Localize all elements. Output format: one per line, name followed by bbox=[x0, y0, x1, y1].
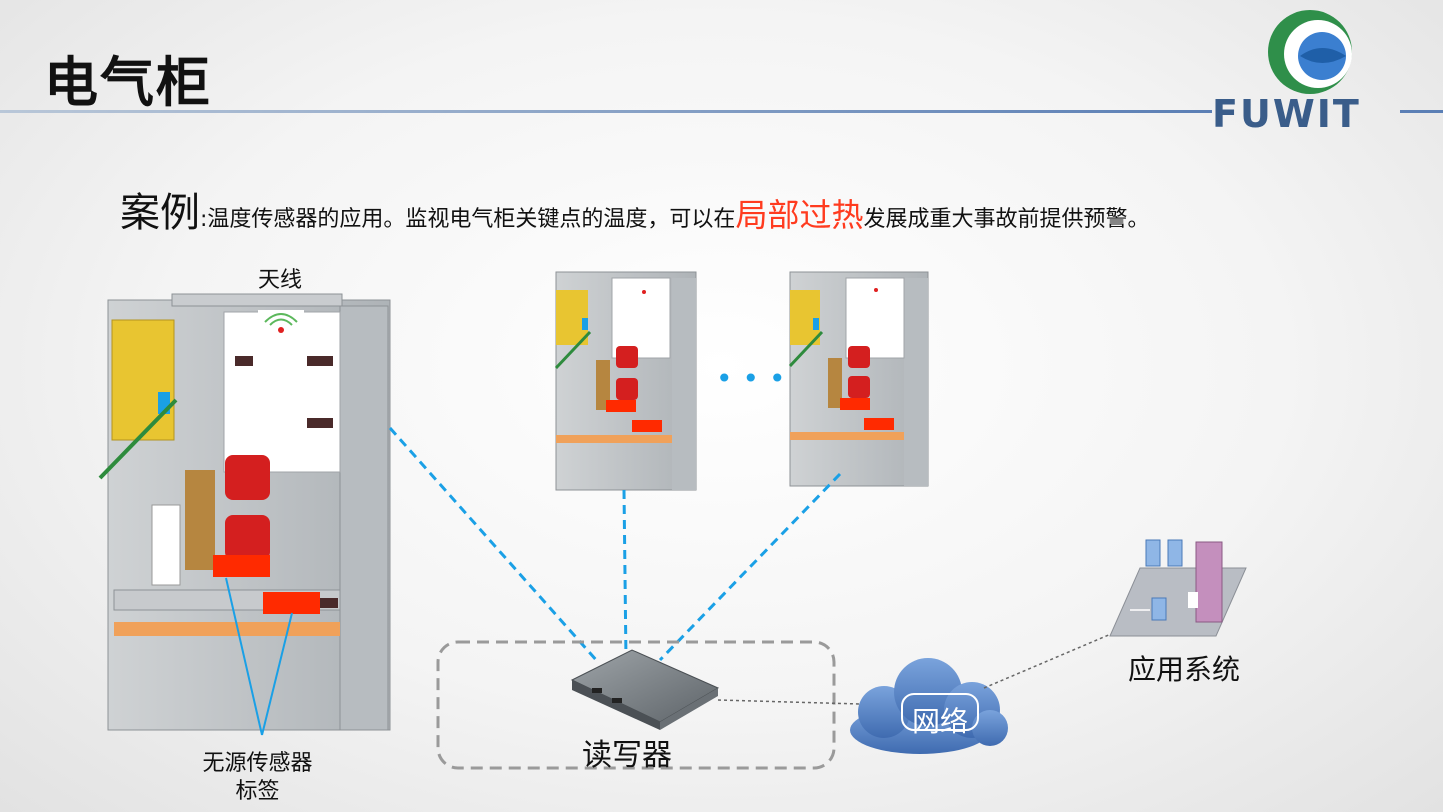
main-cabinet bbox=[98, 293, 391, 731]
case-label: 案例 bbox=[120, 190, 200, 236]
cloud-icon bbox=[850, 658, 1008, 754]
sensor-tag-label-line1: 无源传感器 bbox=[202, 751, 313, 776]
network-label: 网络 bbox=[912, 705, 969, 738]
reader-label: 读写器 bbox=[582, 738, 672, 773]
application-system-icon bbox=[1109, 539, 1247, 637]
sensor-tag-2 bbox=[263, 592, 320, 614]
ellipsis-dots: ••• bbox=[716, 362, 796, 395]
brand-name: FUWIT bbox=[1212, 92, 1361, 136]
fuwit-logo-icon bbox=[1268, 10, 1352, 94]
case-highlight: 局部过热 bbox=[735, 196, 864, 234]
application-system-label: 应用系统 bbox=[1128, 653, 1241, 686]
cabinet-small-1 bbox=[554, 271, 697, 491]
case-text-after: 发展成重大事故前提供预警。 bbox=[863, 207, 1150, 232]
page-title: 电气柜 bbox=[44, 51, 212, 114]
case-text-before: 温度传感器的应用。监视电气柜关键点的温度，可以在 bbox=[207, 207, 736, 232]
antenna-label: 天线 bbox=[258, 268, 303, 293]
sensor-tag-1 bbox=[213, 555, 270, 577]
case-description: 案例:温度传感器的应用。监视电气柜关键点的温度，可以在局部过热发展成重大事故前提… bbox=[120, 180, 1149, 238]
cabinet-small-2 bbox=[788, 271, 929, 487]
sensor-tag-label-line2: 标签 bbox=[235, 779, 280, 804]
header-divider-right bbox=[1400, 110, 1443, 113]
reader-device bbox=[570, 649, 720, 730]
header-divider bbox=[0, 110, 1212, 113]
antenna-icon bbox=[258, 310, 304, 344]
case-colon: : bbox=[200, 207, 208, 232]
reader-frame bbox=[436, 640, 836, 770]
